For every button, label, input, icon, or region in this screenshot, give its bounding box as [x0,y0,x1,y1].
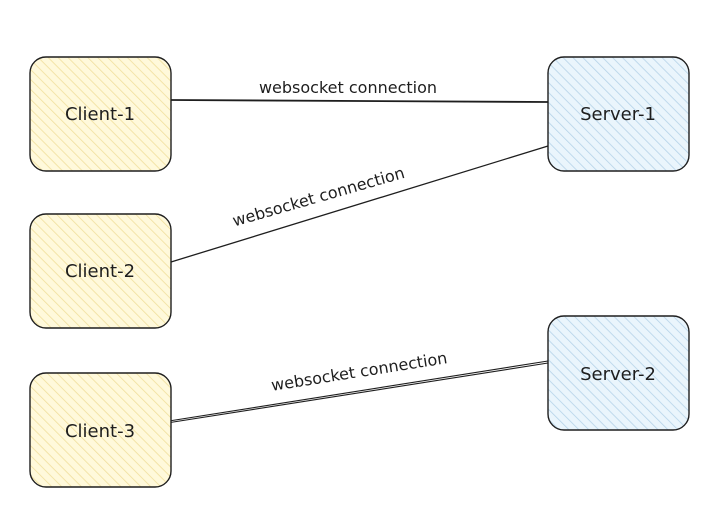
edge-label-client1-server1: websocket connection [259,78,437,97]
node-server-2-box[interactable] [547,315,690,431]
node-server-1[interactable]: Server-1 [547,56,690,172]
node-client-3[interactable]: Client-3 [29,372,172,488]
node-client-3-box[interactable] [29,372,172,488]
node-client-1-box[interactable] [29,56,172,172]
node-client-3-label: Client-3 [65,421,135,442]
connectors [166,99,549,424]
node-client-1[interactable]: Client-1 [29,56,172,172]
node-client-2-box[interactable] [29,213,172,329]
node-client-2[interactable]: Client-2 [29,213,172,329]
node-server-2[interactable]: Server-2 [547,315,690,431]
edge-client2-server1[interactable] [170,145,549,263]
edge-label-client2-server1: websocket connection [230,163,406,230]
node-server-1-box[interactable] [547,56,690,172]
node-client-1-label: Client-1 [65,104,135,125]
edge-client1-server1[interactable] [170,99,549,103]
edge-client3-server2[interactable] [166,360,549,424]
edge-label-client3-server2: websocket connection [270,348,449,395]
node-client-2-label: Client-2 [65,261,135,282]
node-server-1-label: Server-1 [580,104,656,125]
node-server-2-label: Server-2 [580,364,656,385]
